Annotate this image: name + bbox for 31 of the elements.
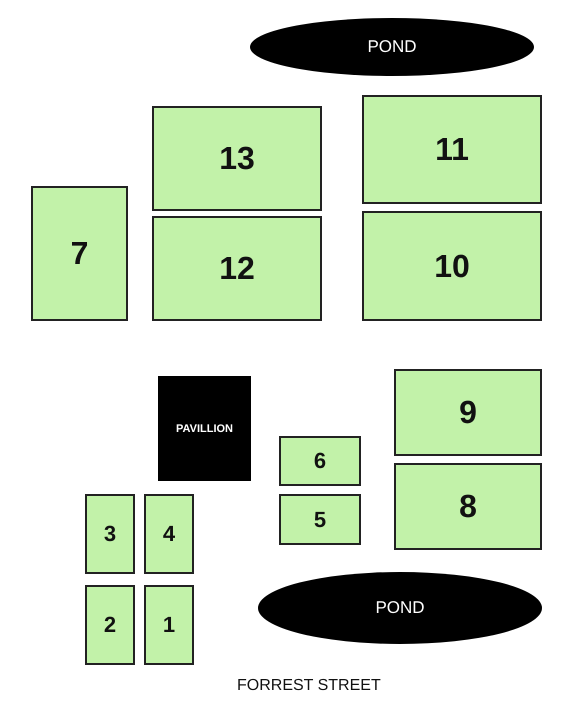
plot-box (394, 369, 542, 456)
plot-box (144, 585, 194, 665)
plot-number: 9 (459, 394, 477, 431)
plot-box (394, 463, 542, 550)
plot-number: 10 (434, 248, 470, 284)
plot-box (362, 95, 542, 204)
plot-box (144, 494, 194, 574)
plot-box (279, 494, 361, 545)
plot-box (362, 211, 542, 321)
plot-box (85, 494, 135, 574)
plot-number: 1 (162, 612, 176, 638)
pavillion-building (158, 376, 251, 481)
plot-number: 3 (104, 521, 116, 547)
plot-number: 6 (314, 448, 326, 474)
plot-box (279, 436, 361, 486)
plot-box (31, 186, 128, 321)
plot-number: 4 (162, 521, 176, 547)
plot-box (152, 216, 322, 321)
plot-number: 13 (219, 140, 255, 177)
plot-number: 12 (219, 250, 255, 287)
plot-number: 5 (314, 506, 326, 532)
plot-box (85, 585, 135, 665)
pond-label: POND (375, 598, 425, 618)
street-name: FORREST STREET (237, 677, 381, 695)
pond-label: POND (367, 37, 417, 57)
plot-number: 7 (70, 235, 88, 272)
plot-number: 2 (104, 612, 116, 638)
building-label: PAVILLION (176, 422, 234, 434)
plot-box (152, 106, 322, 211)
plot-number: 11 (435, 131, 469, 168)
plot-number: 8 (459, 488, 477, 525)
